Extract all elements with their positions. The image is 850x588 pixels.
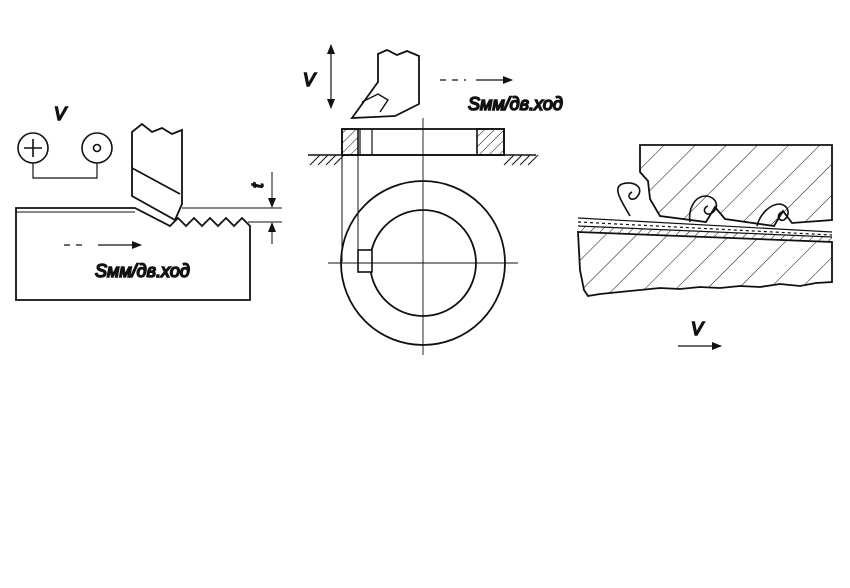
tool-insert	[361, 93, 389, 113]
dot-circle-icon	[81, 132, 113, 164]
base-body-hatched	[577, 231, 833, 297]
coating-line-1	[577, 217, 833, 233]
tool-edge-line	[131, 167, 181, 195]
velocity-label-2: V	[303, 70, 317, 90]
plus-circle-icon	[17, 132, 49, 164]
chip-curl-2	[688, 195, 718, 223]
panel-chip-formation: V	[577, 144, 833, 350]
ground-hatch-left	[309, 154, 345, 166]
workpiece-block	[15, 207, 251, 301]
ring-slot	[357, 249, 373, 273]
depth-label: t	[248, 182, 267, 188]
velocity-label: V	[54, 104, 68, 124]
feed-label-2: Sмм/дв.ход	[468, 94, 563, 114]
chip-curl-3	[756, 203, 789, 227]
coating-line-2	[577, 221, 833, 236]
ground-hatch-right	[503, 154, 539, 166]
upper-body-hatched	[639, 144, 833, 227]
cutting-tool	[131, 122, 183, 222]
chip-curl-1	[617, 182, 641, 217]
ring-section-hatch-left	[341, 128, 359, 156]
ring-cutting-tool	[350, 49, 420, 119]
coating-layer-hatch	[578, 226, 832, 242]
velocity-label-3: V	[691, 319, 705, 339]
panel-planing: V t Sмм/дв.ход	[15, 103, 282, 301]
ring-section-hatch-right	[476, 128, 505, 156]
circuit-line	[32, 163, 98, 179]
feed-label: Sмм/дв.ход	[95, 261, 190, 281]
depth-dimension	[182, 172, 282, 244]
panel-ring: V Sмм/дв.ход	[302, 44, 564, 355]
